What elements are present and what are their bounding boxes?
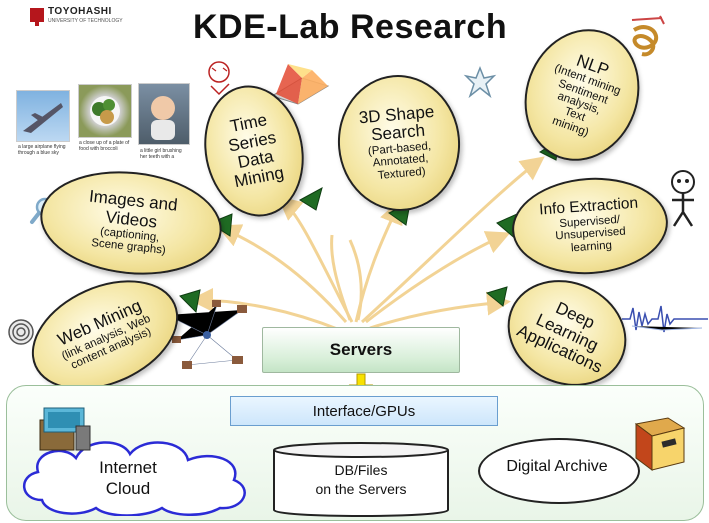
arrow-to-web-mining: [189, 288, 341, 332]
3d-surface-plot-icon: [270, 64, 330, 105]
internet-cloud-shape: [22, 441, 246, 516]
page-title: KDE-Lab Research: [193, 8, 508, 46]
image-caption-1: a large airplane flying through a blue s…: [18, 144, 66, 156]
arrow-to-time-series: [277, 196, 354, 323]
database-cylinder-shape: [273, 442, 449, 517]
food-plate-thumbnail-image: [78, 84, 132, 138]
images-videos-ellipse: Images and Videos (captioning, Scene gra…: [35, 162, 227, 284]
arrow-to-images: [216, 224, 348, 323]
3d-shape-search-ellipse: 3D Shape Search (Part-based, Annotated, …: [332, 69, 466, 217]
digital-archive-ellipse: [478, 438, 640, 504]
3d-figure-icon: [463, 65, 497, 99]
db-files-label-1: DB/Files: [334, 462, 388, 478]
cone-time-series: [299, 186, 323, 211]
image-caption-2: a close up of a plate of food with brocc…: [79, 140, 130, 152]
arrow-center-2: [348, 239, 363, 321]
airplane-thumbnail-image: [16, 90, 70, 142]
baby-thumbnail-image: [138, 83, 190, 145]
waveform-icon: [622, 305, 708, 333]
internet-cloud-label-2: Cloud: [105, 479, 151, 498]
logo-name: TOYOHASHI: [48, 6, 112, 17]
internet-cloud-label-1: Internet: [99, 458, 157, 477]
pretzel-icon: [631, 15, 665, 57]
arrow-to-deep-learning: [369, 291, 511, 330]
db-files-label-2: on the Servers: [315, 481, 407, 497]
arrow-to-info-extraction: [365, 231, 511, 324]
interface-gpus-box: Interface/GPUs: [230, 396, 498, 426]
book-archive-icon: [634, 417, 686, 471]
robot-icon: [671, 170, 695, 227]
arrow-to-nlp: [360, 156, 545, 324]
spiral-web-icon: [8, 319, 34, 345]
shape-search-sub-3: Textured): [377, 165, 427, 182]
info-extraction-sub-3: learning: [570, 239, 613, 254]
cone-web-mining: [179, 289, 201, 314]
digital-archive-label: Digital Archive: [506, 458, 608, 475]
logo-subtitle: UNIVERSITY OF TECHNOLOGY: [48, 18, 123, 24]
university-logo-icon: [30, 8, 44, 26]
servers-box: Servers: [262, 327, 460, 373]
arrow-center-1: [330, 234, 352, 321]
cone-deep-learning: [485, 286, 508, 307]
server-computer-icon: [39, 407, 91, 451]
thinking-person-icon: [208, 61, 230, 96]
image-caption-3: a little girl brushing her teeth with a: [140, 148, 182, 160]
